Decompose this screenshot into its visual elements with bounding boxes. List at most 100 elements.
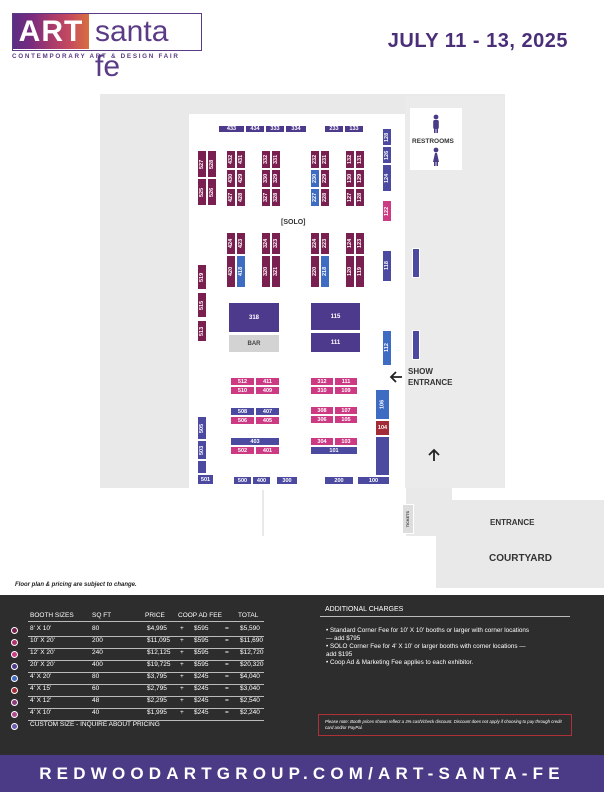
divider — [28, 635, 264, 637]
price-row: 4' X 12'48$2,295+$245=$2,540 — [0, 697, 300, 709]
booth: 508 — [230, 407, 255, 416]
perimeter-strip — [375, 436, 390, 476]
sqft: 80 — [92, 673, 100, 680]
booth: 128 — [382, 128, 392, 146]
booth-size: 4' X 15' — [30, 685, 52, 692]
divider — [28, 659, 264, 661]
booth: 218 — [320, 255, 330, 288]
courtyard-label: COURTYARD — [489, 553, 552, 564]
booth: 111 — [310, 332, 361, 353]
person-icon — [431, 114, 441, 139]
website-url[interactable]: REDWOODARTGROUP.COM/ART-SANTA-FE — [0, 755, 604, 792]
booth: 328 — [271, 188, 281, 207]
coop-fee: $595 — [194, 637, 209, 644]
plus-sign: + — [180, 625, 184, 632]
booth: 431 — [236, 150, 246, 169]
booth: 126 — [382, 146, 392, 164]
header-total: TOTAL — [238, 612, 259, 619]
total: $5,590 — [240, 625, 260, 632]
booth: 506 — [230, 416, 255, 425]
charge-item: • Coop Ad & Marketing Fee applies to eac… — [326, 659, 474, 666]
charge-item: • SOLO Corner Fee for 4' X 10' or larger… — [326, 643, 526, 658]
booth: 333 — [265, 125, 285, 133]
booth: 400 — [252, 476, 271, 485]
booth: 228 — [320, 188, 330, 207]
booth: 515 — [197, 292, 207, 318]
booth: 510 — [230, 386, 255, 395]
booth: 127 — [345, 188, 355, 207]
booth: 403 — [230, 437, 280, 446]
booth: 519 — [197, 264, 207, 290]
booth: 503 — [197, 440, 207, 460]
price-row: 4' X 15'60$2,795+$245=$3,040 — [0, 685, 300, 697]
booth: 103 — [334, 437, 358, 446]
perimeter-strip — [197, 460, 207, 474]
booth: 107 — [334, 406, 358, 415]
booth: 130 — [345, 169, 355, 188]
booth: 133 — [344, 125, 364, 133]
booth: 112 — [382, 330, 392, 366]
sqft: 40 — [92, 709, 100, 716]
coop-fee: $245 — [194, 697, 209, 704]
booth: 308 — [310, 406, 334, 415]
booth: 411 — [255, 377, 280, 386]
booth: 304 — [310, 437, 334, 446]
arrow-left-icon — [389, 370, 403, 388]
price-row: 10' X 20'200$11,095+$595=$11,690 — [0, 637, 300, 649]
booth: 122 — [382, 200, 392, 222]
coop-fee: $245 — [194, 685, 209, 692]
total: $3,040 — [240, 685, 260, 692]
color-swatch — [11, 651, 18, 658]
total: $4,040 — [240, 673, 260, 680]
plus-sign: + — [180, 649, 184, 656]
price: $12,125 — [147, 649, 171, 656]
price-row: 12' X 20'240$12,125+$595=$12,720 — [0, 649, 300, 661]
booth: 220 — [310, 255, 320, 288]
price: $2,295 — [147, 697, 167, 704]
booth: 329 — [271, 169, 281, 188]
booth: 407 — [255, 407, 280, 416]
total: $11,690 — [240, 637, 264, 644]
booth: 132 — [345, 150, 355, 169]
header-sqft: SQ FT — [92, 612, 112, 619]
sqft: 240 — [92, 649, 103, 656]
header-coop-ad-fee: COOP AD FEE — [178, 612, 222, 619]
restrooms-label: RESTROOMS — [412, 138, 454, 145]
total: $12,720 — [240, 649, 264, 656]
logo-tagline: CONTEMPORARY ART & DESIGN FAIR — [12, 53, 180, 60]
booth: 230 — [310, 169, 320, 188]
booth: 434 — [245, 125, 265, 133]
booth: 527 — [197, 150, 207, 178]
booth: 123 — [355, 232, 365, 255]
booth: 231 — [320, 150, 330, 169]
booth-size: 4' X 10' — [30, 709, 52, 716]
booth: 306 — [310, 415, 334, 424]
booth: 223 — [320, 232, 330, 255]
price: $4,995 — [147, 625, 167, 632]
equals-sign: = — [225, 637, 229, 644]
solo-label: [SOLO] — [281, 219, 306, 226]
corridor-booth — [412, 248, 420, 278]
booth: 429 — [236, 169, 246, 188]
booth: 420 — [226, 255, 236, 288]
booth: 128 — [355, 188, 365, 207]
booth: 432 — [226, 150, 236, 169]
divider — [28, 647, 264, 649]
booth: 424 — [226, 232, 236, 255]
plus-sign: + — [180, 673, 184, 680]
color-swatch — [11, 687, 18, 694]
color-swatch — [11, 639, 18, 646]
booth: 232 — [310, 150, 320, 169]
booth: 120 — [345, 255, 355, 288]
sqft: 400 — [92, 661, 103, 668]
booth: 318 — [228, 302, 280, 333]
charge-item: • Standard Corner Fee for 10' X 10' boot… — [326, 627, 530, 642]
header-booth-sizes: BOOTH SIZES — [30, 612, 74, 619]
price: $11,095 — [147, 637, 171, 644]
divider — [28, 695, 264, 697]
booth: 418 — [236, 255, 246, 288]
booth: 105 — [334, 415, 358, 424]
sqft: 200 — [92, 637, 103, 644]
plus-sign: + — [180, 661, 184, 668]
corridor-booth — [412, 330, 420, 360]
